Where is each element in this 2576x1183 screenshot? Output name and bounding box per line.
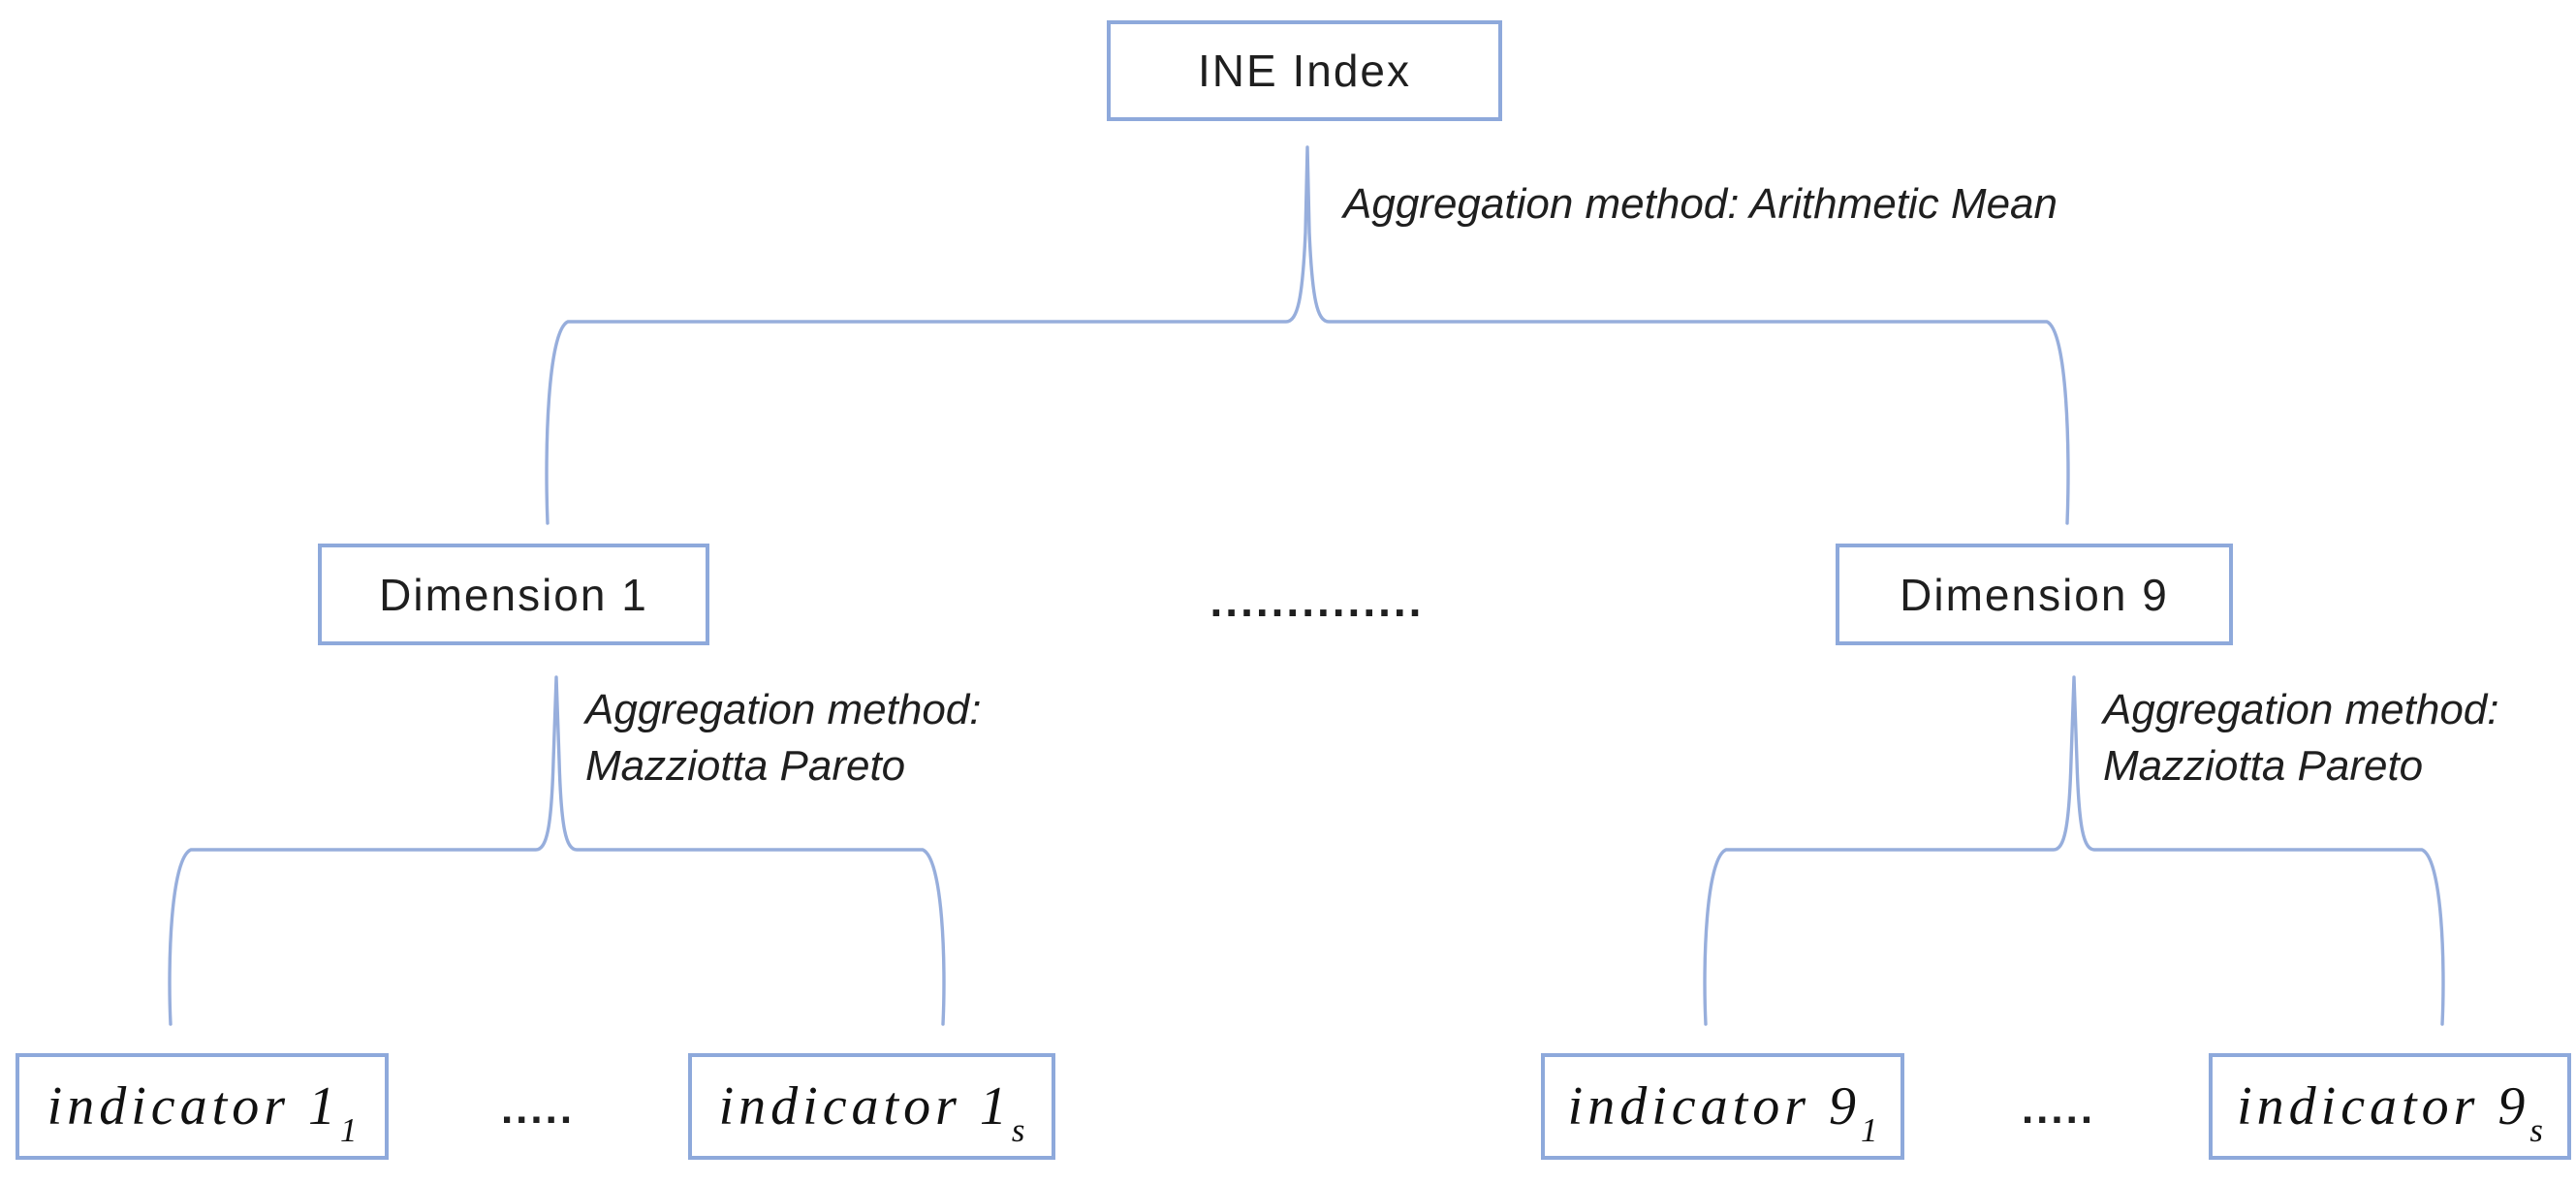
dimension-9-box: Dimension 9 — [1836, 544, 2233, 645]
dimension-1-box: Dimension 1 — [318, 544, 709, 645]
dimension-9-label: Dimension 9 — [1900, 569, 2169, 620]
indicator-9-s-label: indicator 9s — [2237, 1076, 2543, 1150]
dimensions-ellipsis: .............. — [1209, 576, 1425, 626]
ine-index-box: INE Index — [1107, 20, 1502, 121]
indicator-9-1-label: indicator 91 — [1567, 1076, 1878, 1150]
indicator-1-s-label: indicator 1s — [718, 1076, 1025, 1150]
dimension-1-aggregation-note: Aggregation method: Mazziotta Pareto — [585, 682, 982, 794]
indicator-1-1-box: indicator 11 — [16, 1053, 389, 1160]
indicator-9-1-box: indicator 91 — [1541, 1053, 1904, 1160]
dimension-1-aggregation-line2: Mazziotta Pareto — [585, 742, 906, 790]
dimension-1-brace — [168, 675, 946, 1026]
indicator-9-s-box: indicator 9s — [2209, 1053, 2571, 1160]
indicator-1-1-label: indicator 11 — [47, 1076, 358, 1150]
ine-index-label: INE Index — [1198, 46, 1411, 96]
root-aggregation-note: Aggregation method: Arithmetic Mean — [1343, 180, 2058, 228]
dimension-1-label: Dimension 1 — [379, 569, 648, 620]
root-brace — [545, 145, 2070, 525]
dimension-1-aggregation-line1: Aggregation method: — [585, 686, 982, 733]
dimension-9-aggregation-line2: Mazziotta Pareto — [2103, 742, 2424, 790]
indicators-ellipsis-left: ..... — [500, 1085, 576, 1133]
dimension-9-aggregation-line1: Aggregation method: — [2103, 686, 2499, 733]
dimension-9-aggregation-note: Aggregation method: Mazziotta Pareto — [2103, 682, 2499, 794]
indicators-ellipsis-right: ..... — [2021, 1085, 2096, 1133]
indicator-1-s-box: indicator 1s — [688, 1053, 1055, 1160]
dimension-9-brace — [1703, 675, 2445, 1026]
